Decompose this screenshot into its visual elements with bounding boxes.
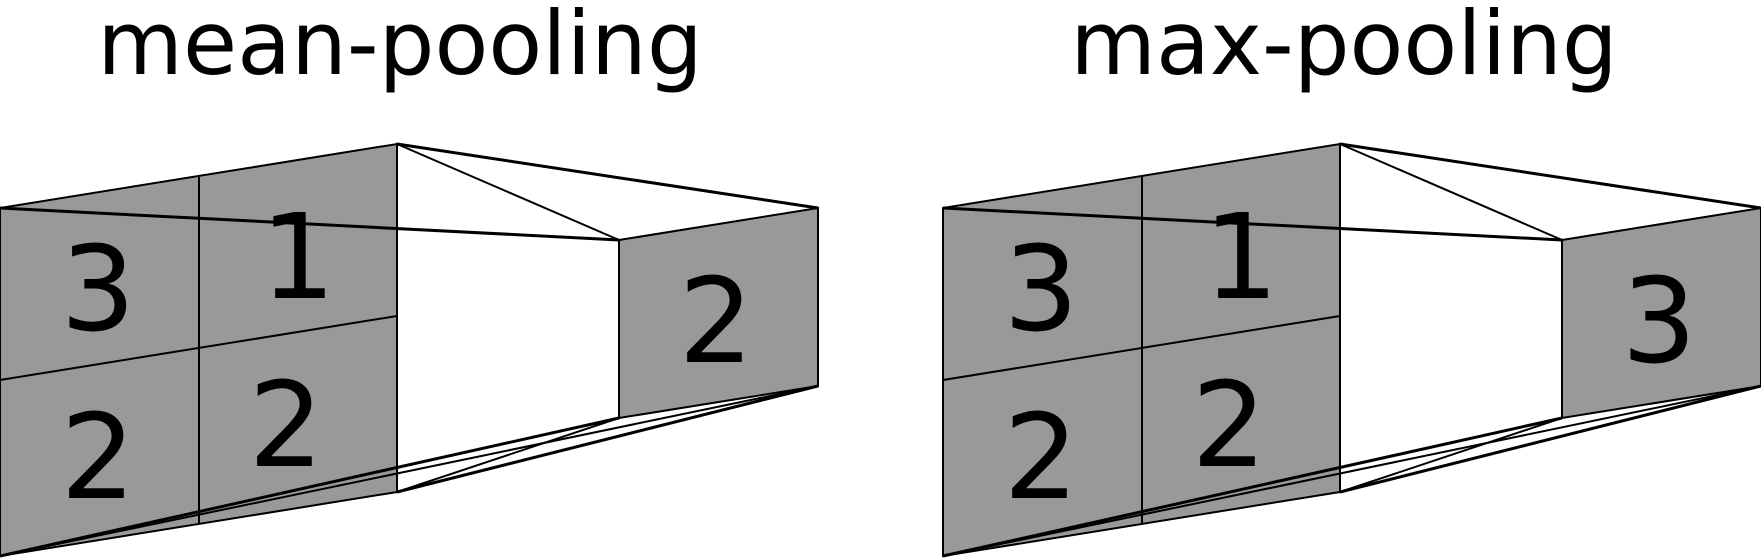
frustum-edge-bottom (1339, 384, 1761, 494)
frustum-edge-left-bottom (0, 416, 620, 558)
input-cell-top-right: 1 (260, 188, 335, 326)
frustum-edge-top (1339, 142, 1761, 210)
frustum-edge-bottom (396, 384, 819, 494)
input-cell-bottom-left: 2 (60, 388, 135, 526)
input-cell-bottom-left: 2 (1003, 388, 1078, 526)
frustum-edge-left-top (0, 206, 620, 242)
frustum-side-panel (1339, 142, 1563, 494)
input-cell-bottom-right: 2 (248, 356, 323, 494)
frustum-side-panel (396, 142, 620, 494)
max-pooling-title: max-pooling (1070, 0, 1618, 95)
input-cell-top-right: 1 (1203, 188, 1278, 326)
grid-divider-horizontal (942, 315, 1341, 381)
frustum-edge-inner-bottom (0, 385, 819, 557)
frustum-edge-top (396, 142, 819, 210)
output-value: 3 (1621, 252, 1696, 390)
max-pooling-diagram: 3 1 2 2 3 (942, 142, 1761, 558)
mean-pooling-diagram: 3 1 2 2 2 (0, 142, 819, 558)
frustum-edge-inner-bottom (942, 385, 1761, 557)
input-cell-bottom-right: 2 (1191, 356, 1266, 494)
input-cell-top-left: 3 (60, 220, 135, 358)
mean-pooling-title: mean-pooling (97, 0, 703, 95)
frustum-edge-left-top (942, 206, 1563, 242)
output-value: 2 (678, 252, 753, 390)
frustum-edge-left-bottom (942, 416, 1563, 558)
grid-divider-horizontal (0, 315, 398, 381)
input-cell-top-left: 3 (1003, 220, 1078, 358)
output-cell (1561, 206, 1761, 420)
